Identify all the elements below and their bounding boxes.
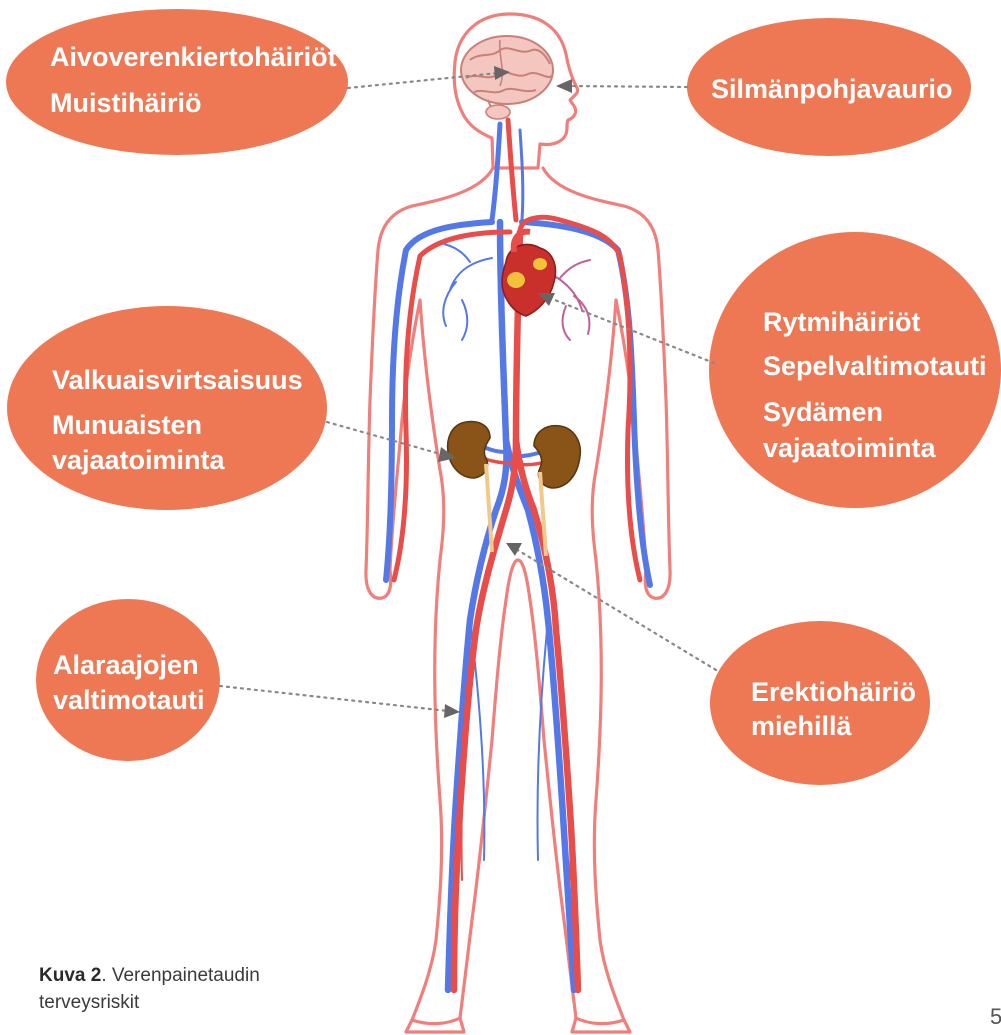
body-outline [366,14,670,1032]
brain-illustration [461,36,553,119]
neck-vessels [492,120,523,220]
figure-caption: Kuva 2. Verenpainetaudin terveysriskit [39,962,299,1016]
callout-legs: Alaraajojen valtimotauti [36,599,220,761]
leader-legs [220,686,448,711]
arrowhead-legs [444,704,460,718]
callout-erection-line-2: miehillä [751,711,853,741]
arrowhead-eye [556,79,572,93]
leader-kidney [327,422,444,455]
callout-kidney: Valkuaisvirtsaisuus Munuaisten vajaatoim… [7,306,327,510]
arrowhead-erection [506,543,522,556]
callout-heart-line-3: Sydämen [763,397,883,427]
callout-heart: Rytmihäiriöt Sepelvaltimotauti Sydämen v… [709,232,1001,508]
callout-kidney-line-2: Munuaisten [52,410,202,440]
callout-eye-line-1: Silmänpohjavaurio [711,74,953,104]
callout-heart-line-4: vajaatoiminta [763,433,937,463]
leader-eye [568,86,687,87]
figure-caption-label: Kuva 2 [39,965,101,986]
callout-brain: Aivoverenkiertohäiriöt Muistihäiriö [6,9,348,155]
callout-kidney-line-3: vajaatoiminta [52,445,226,475]
callout-heart-line-2: Sepelvaltimotauti [763,351,987,381]
callout-legs-line-2: valtimotauti [53,685,205,715]
callout-heart-line-1: Rytmihäiriöt [763,307,921,337]
callout-eye: Silmänpohjavaurio [687,18,971,156]
callout-legs-line-1: Alaraajojen [53,650,199,680]
callout-brain-line-1: Aivoverenkiertohäiriöt [50,42,337,72]
callout-brain-line-2: Muistihäiriö [50,88,202,118]
callout-erection: Erektiohäiriö miehillä [710,621,930,785]
arteries [394,217,640,990]
callout-erection-line-1: Erektiohäiriö [751,677,916,707]
callout-kidney-line-1: Valkuaisvirtsaisuus [52,365,303,395]
page-number: 5 [990,1004,1001,1030]
